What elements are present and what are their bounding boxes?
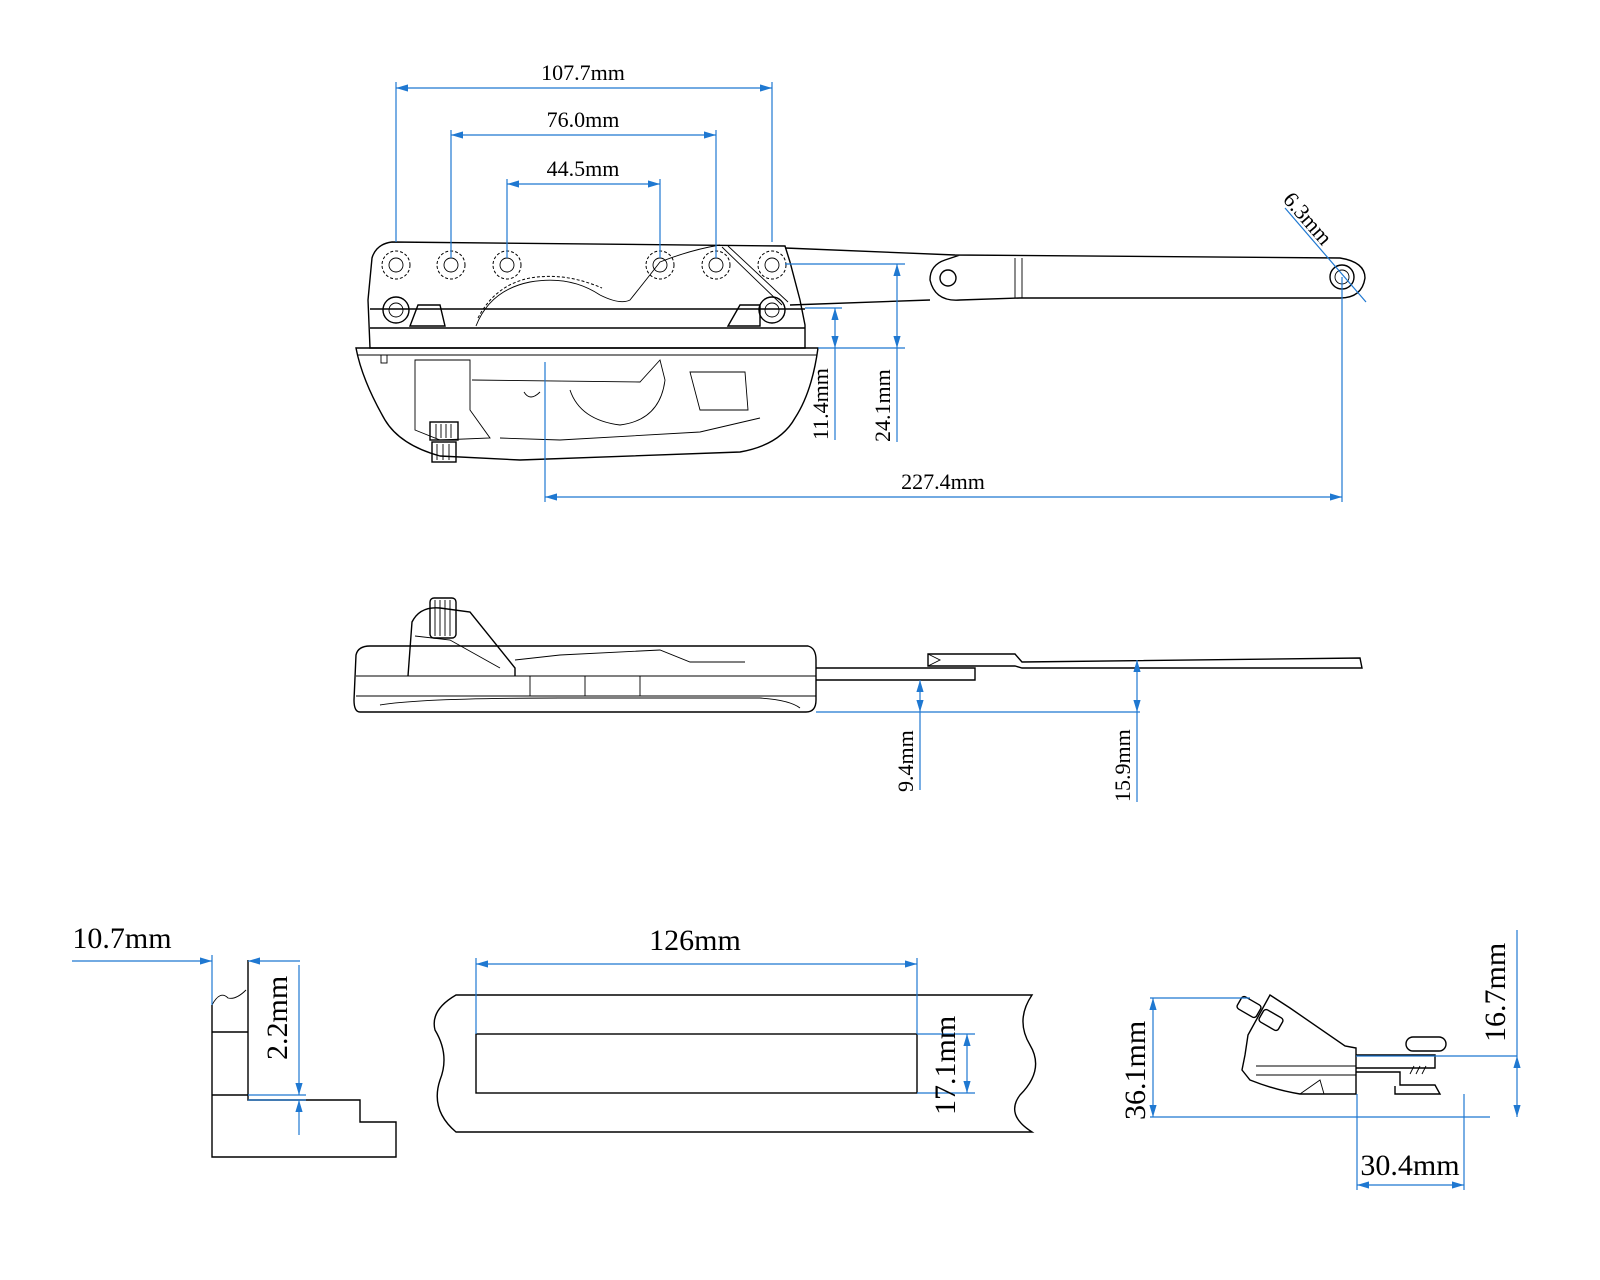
dimension-label: 2.2mm	[261, 976, 294, 1060]
dimension-44-5: 44.5mm	[506, 156, 661, 258]
operator-body-outline	[355, 241, 819, 463]
dimension-10-7: 10.7mm	[72, 922, 300, 1005]
dimension-16-7: 16.7mm	[1356, 930, 1521, 1117]
dimension-label: 227.4mm	[901, 469, 985, 494]
dimension-label: 76.0mm	[547, 107, 620, 132]
dimension-label: 15.9mm	[1110, 729, 1135, 802]
end-view: 36.1mm 16.7mm 30.4mm	[1119, 930, 1521, 1190]
dimension-15-9: 15.9mm	[1110, 660, 1141, 802]
dimension-6-3: 6.3mm	[1278, 187, 1367, 303]
dimension-label: 107.7mm	[541, 60, 625, 85]
dimension-label: 6.3mm	[1278, 187, 1337, 250]
dimension-126: 126mm	[475, 924, 918, 1034]
dimension-227-4: 227.4mm	[544, 277, 1343, 502]
sill-profile-view: 10.7mm 2.2mm	[72, 922, 397, 1158]
dimension-label: 44.5mm	[547, 156, 620, 181]
dimension-label: 11.4mm	[808, 368, 833, 440]
cutout-view: 126mm 17.1mm	[433, 924, 1037, 1133]
side-view: 9.4mm 15.9mm	[353, 597, 1363, 802]
dimension-label: 10.7mm	[72, 922, 171, 955]
dimension-label: 126mm	[649, 924, 741, 957]
dimension-76-0: 76.0mm	[450, 107, 717, 258]
dimension-36-1: 36.1mm	[1119, 997, 1490, 1120]
dimension-label: 30.4mm	[1360, 1149, 1459, 1182]
dimension-label: 24.1mm	[870, 369, 895, 442]
dimension-30-4: 30.4mm	[1356, 1094, 1465, 1190]
gear-teeth	[475, 275, 603, 327]
dimension-24-1: 24.1mm	[785, 263, 905, 442]
dimension-17-1: 17.1mm	[917, 1016, 975, 1115]
dimension-label: 16.7mm	[1479, 943, 1512, 1042]
mounting-holes	[381, 250, 787, 324]
dimension-11-4: 11.4mm	[805, 307, 905, 440]
top-view: 107.7mm 76.0mm 44.5mm 6.3mm 11.4mm	[355, 60, 1367, 502]
dimension-9-4: 9.4mm	[816, 680, 1140, 792]
knurled-knobs	[1236, 995, 1284, 1032]
dimension-2-2: 2.2mm	[248, 965, 306, 1135]
knurled-shaft	[429, 421, 459, 463]
side-arm	[816, 653, 1363, 681]
operator-arm	[784, 247, 1366, 306]
dimension-107-7: 107.7mm	[395, 60, 773, 242]
dimension-label: 9.4mm	[893, 730, 918, 792]
dimension-label: 36.1mm	[1119, 1021, 1152, 1120]
dimension-label: 17.1mm	[929, 1016, 962, 1115]
